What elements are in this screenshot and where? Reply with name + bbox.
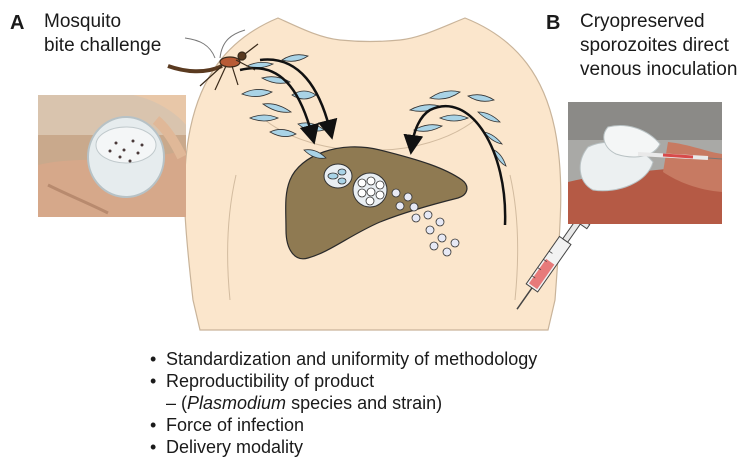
subitem-dash: – ( <box>166 393 187 413</box>
list-item: •Delivery modality <box>150 436 537 458</box>
list-subitem: – (Plasmodium species and strain) <box>150 392 537 414</box>
infected-hepatocyte-small <box>324 164 352 188</box>
venous-inoculation-photo-art <box>568 102 722 224</box>
list-item-text: Force of infection <box>166 415 304 435</box>
subitem-rest: species and strain) <box>286 393 442 413</box>
panel-a-title: Mosquito bite challenge <box>44 10 161 58</box>
panel-b-letter: B <box>546 12 560 35</box>
panel-a-letter: A <box>10 12 24 35</box>
liver-schizont <box>353 173 387 207</box>
panel-b-title: Cryopreserved sporozoites direct venous … <box>580 10 737 82</box>
list-item-text: Delivery modality <box>166 437 303 457</box>
panel-b-title-line1: Cryopreserved <box>580 10 737 34</box>
bullet-marker: • <box>150 436 166 458</box>
mosquito-cup-photo <box>38 95 186 217</box>
list-item-text: Standardization and uniformity of method… <box>166 349 537 369</box>
venous-inoculation-photo <box>568 102 722 224</box>
subitem-genus: Plasmodium <box>187 393 286 413</box>
panel-a-title-line2: bite challenge <box>44 34 161 58</box>
list-item: •Reproductibility of product <box>150 370 537 392</box>
bullet-marker: • <box>150 348 166 370</box>
list-item-text: Reproductibility of product <box>166 371 374 391</box>
list-item: •Force of infection <box>150 414 537 436</box>
list-item: •Standardization and uniformity of metho… <box>150 348 537 370</box>
bullet-marker: • <box>150 370 166 392</box>
mosquito-cup-photo-art <box>38 95 186 217</box>
panel-b-title-line2: sporozoites direct <box>580 34 737 58</box>
bullet-marker: • <box>150 414 166 436</box>
panel-a-title-line1: Mosquito <box>44 10 161 34</box>
panel-b-title-line3: venous inoculation <box>580 58 737 82</box>
challenge-considerations-list: •Standardization and uniformity of metho… <box>150 348 537 458</box>
